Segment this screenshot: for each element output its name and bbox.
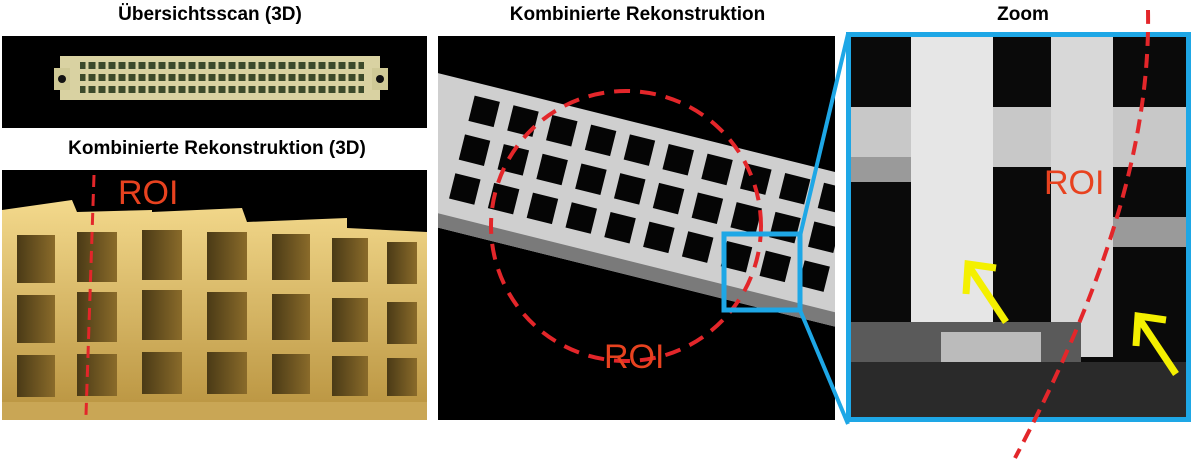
roi-label-3d: ROI: [118, 174, 179, 212]
combined-reconstruction-image: [438, 36, 835, 420]
combined-3d-title: Kombinierte Rekonstruktion (3D): [68, 138, 366, 159]
zoom-title: Zoom: [997, 4, 1049, 25]
yellow-arrow-icon: [962, 260, 1009, 324]
roi-label-center: ROI: [604, 338, 665, 376]
combined-title: Kombinierte Rekonstruktion: [509, 4, 766, 25]
overview-scan-image: [2, 36, 427, 128]
overview-title: Übersichtsscan (3D): [118, 4, 302, 25]
yellow-arrow-icon-2: [1132, 312, 1179, 376]
roi-label-zoom: ROI: [1044, 164, 1105, 202]
combined-3d-image: [2, 170, 427, 420]
